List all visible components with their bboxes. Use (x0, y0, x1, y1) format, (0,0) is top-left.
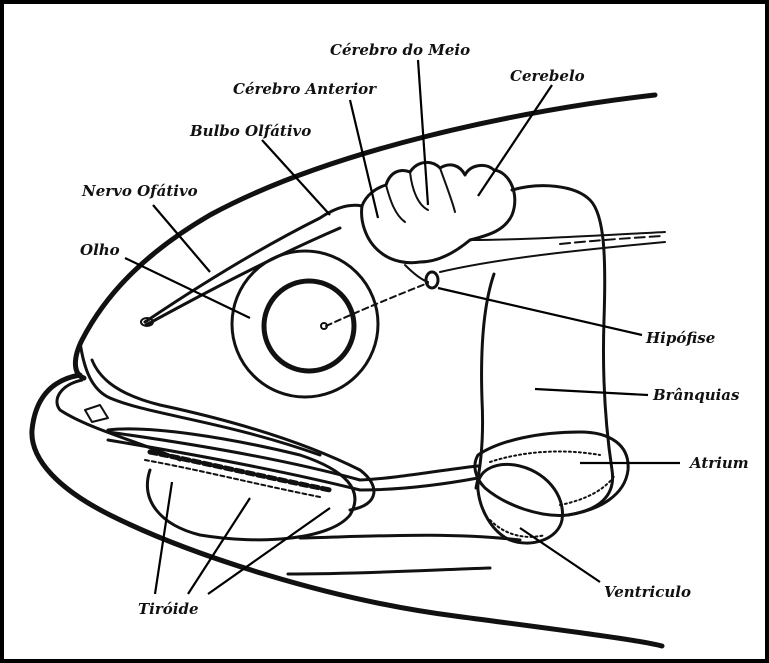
lower-jaw-outline (32, 375, 662, 646)
jaw-front-notch (85, 405, 108, 422)
pituitary-gland (426, 272, 438, 288)
label-nervo-olfativo: Nervo Ofátivo (81, 182, 198, 200)
ventral-line-1 (300, 535, 520, 540)
leader-cerebelo (478, 85, 552, 196)
label-olho: Olho (80, 241, 120, 259)
label-bulbo-olfativo: Bulbo Olfátivo (189, 122, 311, 140)
ventricle-outline (478, 464, 563, 543)
atrium-outline (475, 432, 628, 515)
spinal-cord-upper (470, 232, 665, 240)
leader-nervo-olfativo (153, 205, 210, 272)
leader-cerebro-do-meio (418, 60, 428, 205)
thyroid-beaded-line (150, 452, 330, 490)
leader-tiroide-3 (208, 508, 330, 594)
leader-hipofise (438, 288, 642, 335)
ventral-line-2 (288, 568, 490, 574)
leader-branquias (535, 389, 648, 395)
brain-base-line (405, 265, 428, 282)
label-cerebro-anterior: Cérebro Anterior (233, 80, 377, 98)
olfactory-nerve-lower (146, 228, 340, 325)
eye-iris-circle (264, 281, 354, 371)
label-cerebro-do-meio: Cérebro do Meio (330, 41, 470, 59)
label-ventriculo: Ventriculo (604, 583, 691, 601)
label-tiroide: Tiróide (138, 600, 199, 618)
brain-outline (362, 162, 515, 262)
label-hipofise: Hipófise (645, 329, 715, 347)
atrium-inner-edge (490, 451, 600, 462)
brain-lobe-divider-3 (440, 168, 455, 212)
olfactory-nerve (145, 205, 362, 322)
brain-lobe-divider-1 (386, 185, 405, 222)
leader-ventriculo (520, 528, 600, 582)
label-branquias: Brânquias (652, 386, 740, 404)
label-cerebelo: Cerebelo (510, 67, 585, 85)
leader-tiroide-2 (188, 498, 250, 594)
leader-bulbo-olfativo (262, 140, 330, 215)
spinal-cord-lower (440, 242, 665, 272)
label-atrium: Atrium (688, 454, 749, 472)
ventricle-inner-edge (490, 520, 545, 537)
